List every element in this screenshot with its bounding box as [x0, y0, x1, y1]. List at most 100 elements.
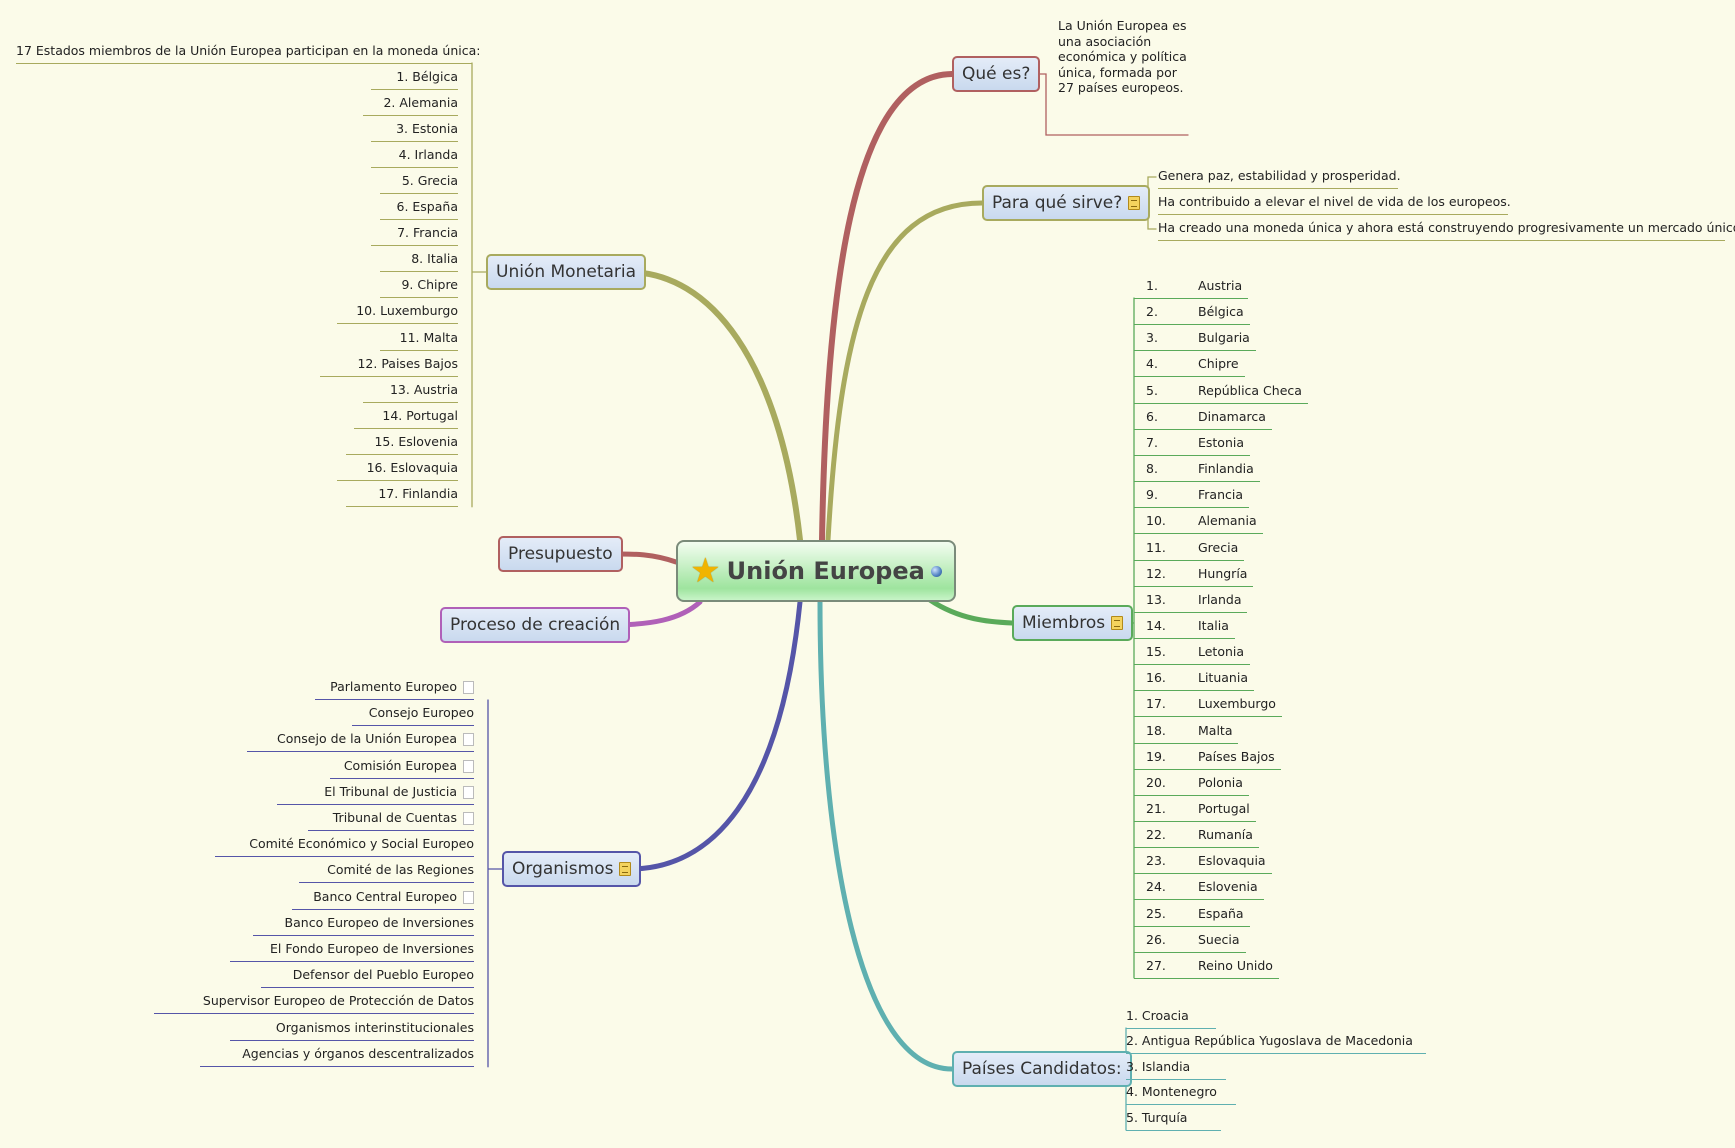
candidate-item[interactable]: 3. Islandia: [1126, 1056, 1226, 1080]
monetary-union-item[interactable]: 14. Portugal: [354, 405, 458, 429]
member-item[interactable]: 11.Grecia: [1134, 537, 1245, 561]
topic-union-monetaria[interactable]: Unión Monetaria: [486, 254, 647, 290]
monetary-union-item[interactable]: 11. Malta: [379, 327, 458, 351]
member-number: 12.: [1146, 565, 1166, 581]
topic-que-es[interactable]: Qué es?: [952, 56, 1041, 92]
monetary-union-item[interactable]: 7. Francia: [371, 222, 458, 247]
branch-union-monetaria: [625, 269, 803, 543]
monetary-union-item[interactable]: 13. Austria: [362, 379, 458, 403]
candidate-item[interactable]: 2. Antigua República Yugoslava de Macedo…: [1126, 1030, 1426, 1054]
organismo-item[interactable]: Parlamento Europeo: [315, 676, 474, 700]
organismo-item[interactable]: Consejo Europeo: [352, 702, 474, 727]
subtopic-label: 1. Croacia: [1126, 1008, 1189, 1023]
member-item[interactable]: 27.Reino Unido: [1134, 955, 1279, 979]
monetary-union-header[interactable]: 17 Estados miembros de la Unión Europea …: [16, 40, 480, 64]
member-item[interactable]: 10.Alemania: [1134, 510, 1263, 535]
subtopic-label: 8. Italia: [411, 251, 458, 267]
organismo-item[interactable]: Comité de las Regiones: [298, 859, 474, 884]
member-item[interactable]: 25.España: [1134, 903, 1250, 927]
member-item[interactable]: 8.Finlandia: [1134, 458, 1260, 483]
para-que-item[interactable]: Genera paz, estabilidad y prosperidad.: [1158, 165, 1401, 189]
member-number: 8.: [1146, 461, 1158, 477]
member-item[interactable]: 16.Lituania: [1134, 667, 1254, 692]
topic-para-que-sirve[interactable]: Para qué sirve?: [982, 185, 1151, 221]
organismo-item[interactable]: Supervisor Europeo de Protección de Dato…: [154, 990, 474, 1015]
organismo-item[interactable]: Comité Económico y Social Europeo: [215, 833, 474, 858]
central-topic[interactable]: ★ Unión Europea: [676, 540, 956, 602]
monetary-union-item[interactable]: 8. Italia: [379, 248, 458, 273]
description-line: única, formada por: [1058, 64, 1177, 80]
monetary-union-item[interactable]: 16. Eslovaquia: [337, 457, 458, 481]
document-icon: [462, 785, 474, 799]
subtopic-label: 6. España: [396, 199, 459, 215]
monetary-union-item[interactable]: 1. Bélgica: [371, 66, 458, 90]
topic-organismos[interactable]: Organismos: [502, 851, 642, 887]
organismo-item[interactable]: Banco Europeo de Inversiones: [253, 912, 474, 936]
organismo-item[interactable]: Comisión Europea: [330, 755, 474, 779]
monetary-union-item[interactable]: 10. Luxemburgo: [337, 300, 458, 325]
description-line: económica y política: [1058, 49, 1187, 64]
subtopic-label: 5. Turquía: [1126, 1110, 1188, 1125]
organismo-item[interactable]: Tribunal de Cuentas: [307, 807, 474, 831]
member-item[interactable]: 20.Polonia: [1134, 772, 1249, 796]
organismo-item[interactable]: El Fondo Europeo de Inversiones: [230, 938, 474, 962]
member-item[interactable]: 13.Irlanda: [1134, 589, 1248, 613]
document-icon: [462, 681, 474, 694]
member-item[interactable]: 18.Malta: [1134, 720, 1239, 744]
topic-paises-candidatos[interactable]: Países Candidatos:: [952, 1051, 1132, 1087]
candidate-item[interactable]: 5. Turquía: [1126, 1107, 1221, 1131]
subtopic-label: Comisión Europea: [343, 757, 457, 773]
topic-miembros[interactable]: Miembros: [1012, 605, 1134, 641]
member-item[interactable]: 19.Países Bajos: [1134, 746, 1281, 770]
member-item[interactable]: 3.Bulgaria: [1134, 327, 1256, 352]
member-name: Francia: [1198, 487, 1244, 503]
topic-presupuesto[interactable]: Presupuesto: [498, 536, 623, 572]
member-number: 7.: [1146, 434, 1158, 450]
monetary-union-item[interactable]: 12. Paises Bajos: [320, 353, 458, 377]
subtopic-label: 14. Portugal: [382, 407, 458, 423]
monetary-union-item[interactable]: 9. Chipre: [379, 274, 458, 299]
monetary-union-item[interactable]: 4. Irlanda: [371, 144, 458, 169]
member-item[interactable]: 23.Eslovaquia: [1134, 850, 1272, 875]
monetary-union-item[interactable]: 15. Eslovenia: [345, 431, 458, 455]
topic-proceso-de-creacion[interactable]: Proceso de creación: [440, 607, 631, 643]
member-item[interactable]: 1.Austria: [1134, 275, 1249, 299]
description-line: La Unión Europea es: [1058, 18, 1187, 33]
member-number: 26.: [1146, 931, 1166, 947]
candidate-item[interactable]: 4. Montenegro: [1126, 1081, 1236, 1105]
member-item[interactable]: 24.Eslovenia: [1134, 876, 1264, 901]
note-icon: [1111, 616, 1124, 630]
para-que-item[interactable]: Ha creado una moneda única y ahora está …: [1158, 217, 1735, 241]
monetary-union-item[interactable]: 6. España: [379, 196, 459, 221]
organismo-item[interactable]: Organismos interinstitucionales: [230, 1017, 474, 1041]
member-item[interactable]: 17.Luxemburgo: [1134, 693, 1282, 718]
document-icon: [462, 812, 474, 825]
member-item[interactable]: 12.Hungría: [1134, 563, 1254, 587]
member-item[interactable]: 6.Dinamarca: [1134, 406, 1272, 430]
member-item[interactable]: 2.Bélgica: [1134, 301, 1250, 326]
organismo-item[interactable]: Consejo de la Unión Europea: [246, 728, 474, 753]
member-item[interactable]: 26.Suecia: [1134, 929, 1246, 953]
organismo-item[interactable]: Banco Central Europeo: [292, 886, 474, 910]
organismo-item[interactable]: Agencias y órganos descentralizados: [200, 1043, 474, 1067]
member-item[interactable]: 5.República Checa: [1134, 380, 1308, 404]
member-item[interactable]: 22.Rumanía: [1134, 824, 1259, 849]
organismo-item[interactable]: El Tribunal de Justicia: [277, 781, 474, 805]
subtopic-label: Comité Económico y Social Europeo: [249, 836, 474, 852]
subtopic-label: 7. Francia: [397, 225, 458, 241]
member-item[interactable]: 14.Italia: [1134, 615, 1235, 639]
member-item[interactable]: 21.Portugal: [1134, 798, 1256, 822]
organismo-item[interactable]: Defensor del Pueblo Europeo: [260, 964, 474, 989]
member-item[interactable]: 9.Francia: [1134, 484, 1250, 509]
member-item[interactable]: 15.Letonia: [1134, 641, 1251, 666]
candidate-item[interactable]: 1. Croacia: [1126, 1005, 1216, 1029]
monetary-union-item[interactable]: 5. Grecia: [379, 170, 458, 195]
monetary-union-item[interactable]: 3. Estonia: [371, 118, 458, 143]
subtopic-label: 17 Estados miembros de la Unión Europea …: [16, 43, 481, 58]
member-number: 17.: [1146, 696, 1166, 712]
para-que-item[interactable]: Ha contribuido a elevar el nivel de vida…: [1158, 191, 1511, 215]
monetary-union-item[interactable]: 2. Alemania: [362, 92, 458, 117]
monetary-union-item[interactable]: 17. Finlandia: [345, 483, 458, 507]
member-item[interactable]: 7.Estonia: [1134, 432, 1251, 456]
member-item[interactable]: 4.Chipre: [1134, 353, 1245, 378]
